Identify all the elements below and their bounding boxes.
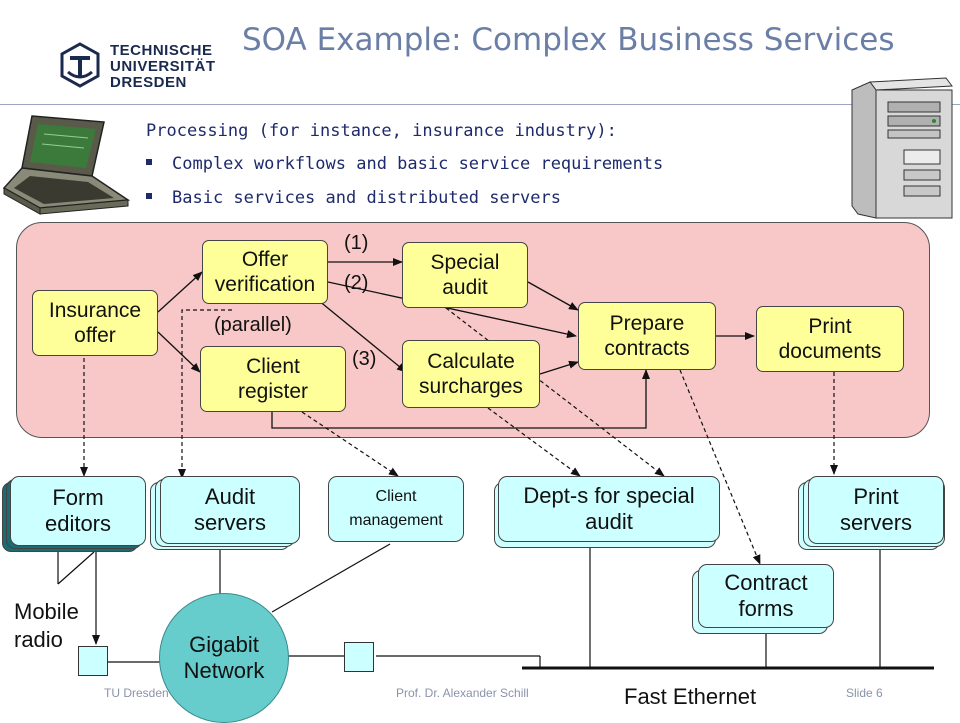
label-path-3: (3) [352,348,377,370]
page-title: SOA Example: Complex Business Services [242,22,895,58]
footer-slide-number: Slide 6 [846,686,883,700]
bullet-text: Basic services and distributed servers [172,188,561,208]
title-divider [0,104,960,105]
bullet-text: Complex workflows and basic service requ… [172,154,664,174]
step-print-documents: Print documents [756,306,904,372]
step-special-audit: Special audit [402,242,528,308]
label-path-1: (1) [344,232,369,254]
gigabit-network: Gigabit Network [159,593,289,723]
step-offer-verification: Offer verification [202,240,328,304]
service-form-editors: Form editors [10,476,146,546]
service-client-management: Client management [328,476,464,542]
server-tower-icon [851,77,953,219]
bullet-marker [146,193,152,199]
service-audit-servers: Audit servers [160,476,300,544]
step-calculate-surcharges: Calculate surcharges [402,340,540,408]
logo-line-2: UNIVERSITÄT [110,58,216,75]
service-print-servers: Print servers [808,476,944,544]
service-contract-forms: Contract forms [698,564,834,628]
laptop-icon [2,115,131,215]
label-mobile-radio: Mobile radio [14,599,79,652]
bullet-marker [146,159,152,165]
intro-text: Processing (for instance, insurance indu… [146,121,617,141]
step-insurance-offer: Insurance offer [32,290,158,356]
logo-line-3: DRESDEN [110,74,187,91]
label-fast-ethernet: Fast Ethernet [624,684,757,709]
footer-left: TU Dresden [104,686,169,700]
bullet-item: Basic services and distributed servers [146,188,561,208]
service-dept-special-audit: Dept-s for special audit [498,476,720,542]
step-prepare-contracts: Prepare contracts [578,302,716,370]
step-client-register: Client register [200,346,346,412]
footer-center: Prof. Dr. Alexander Schill [396,686,529,700]
logo-line-1: TECHNISCHE [110,42,213,59]
tu-dresden-logo-icon [60,42,100,88]
label-path-2: (2) [344,272,369,294]
bullet-item: Complex workflows and basic service requ… [146,154,663,174]
network-node [344,642,374,672]
label-parallel: (parallel) [214,314,292,336]
network-node [78,646,108,676]
